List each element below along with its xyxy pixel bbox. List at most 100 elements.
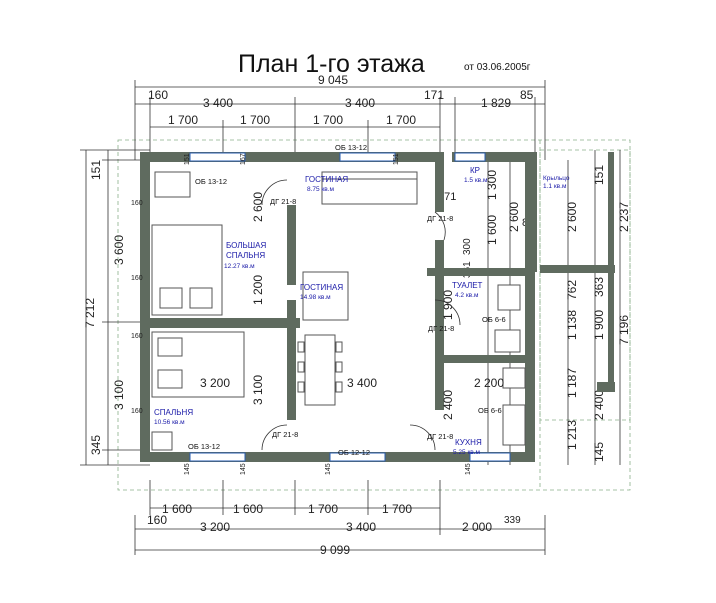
code-window-bottom-mid: ОБ 12-12 — [338, 448, 370, 457]
room-kitchen-name: КУХНЯ — [455, 438, 482, 447]
right-dim-7196: 7 196 — [617, 315, 631, 345]
room-kitchen-area: 5.25 кв.м — [453, 449, 481, 456]
wall-151-a: 151 — [184, 153, 191, 165]
code-window-wc: ОБ 6-6 — [482, 315, 506, 324]
right-dim-300: 300 — [462, 238, 473, 255]
sink-kitchen — [502, 367, 526, 389]
wall-145-c: 145 — [325, 463, 332, 475]
room-labels: ГОСТИНАЯ 8.75 кв.м БОЛЬШАЯ СПАЛЬНЯ 12.27… — [154, 166, 570, 456]
inner-dim-3200: 3 200 — [200, 376, 230, 390]
sink-wc — [494, 329, 521, 353]
left-dim-3600: 3 600 — [112, 235, 126, 265]
room-living1-area: 8.75 кв.м — [307, 186, 335, 193]
window-top-3 — [454, 152, 486, 162]
wall-145-b: 145 — [240, 463, 247, 475]
bedroom-chair — [151, 431, 173, 451]
inner-dim-2600: 2 600 — [251, 192, 265, 222]
code-door-3: ДГ 21-8 — [428, 324, 454, 333]
wall-160-a: 160 — [131, 200, 143, 207]
wall-145-d: 145 — [465, 463, 472, 475]
room-bedroom-big-name2: СПАЛЬНЯ — [226, 251, 265, 260]
bottom-dim-1700-b: 1 700 — [382, 502, 412, 516]
top-dim-171: 171 — [424, 88, 444, 102]
left-dim-151: 151 — [89, 160, 103, 180]
room-bedroom-big-area: 12.27 кв.м — [224, 263, 255, 270]
inner-dim-1900: 1 900 — [441, 290, 455, 320]
bottom-dim-1600-b: 1 600 — [233, 502, 263, 516]
guide-porch-box — [539, 149, 631, 421]
top-dim-85: 85 — [520, 88, 534, 102]
wall-151-b: 151 — [393, 153, 400, 165]
inner-dim-3100: 3 100 — [251, 375, 265, 405]
code-door-5: ДГ 21-8 — [427, 432, 453, 441]
right-dim-2600-c: 2 600 — [565, 202, 579, 232]
element-codes: ОБ 13-12 ОБ 13-12 ОБ 13-12 ОБ 12-12 ОБ 6… — [188, 143, 506, 457]
bottom-dim-1700-a: 1 700 — [308, 502, 338, 516]
code-window-top-mid: ОБ 13-12 — [335, 143, 367, 152]
door-swings — [261, 179, 461, 451]
right-dim-1187: 1 187 — [565, 368, 579, 398]
top-dimensions: 9 045 160 3 400 3 400 171 1 829 85 1 700… — [134, 73, 546, 160]
window-top-1 — [189, 152, 246, 162]
room-bedroom-area: 10.56 кв.м — [154, 419, 185, 426]
left-dim-345: 345 — [89, 435, 103, 455]
window-bottom-3 — [469, 452, 511, 462]
room-living2-name: ГОСТИНАЯ — [300, 283, 343, 292]
bottom-dim-3200: 3 200 — [200, 520, 230, 534]
armchair-top-left — [154, 171, 191, 198]
window-bottom-2 — [329, 452, 386, 462]
bottom-dimensions: 1 600 1 600 1 700 1 700 160 3 200 3 400 … — [134, 480, 546, 557]
plan-title: План 1-го этажа — [238, 50, 425, 78]
room-bedroom-big-name1: БОЛЬШАЯ — [226, 241, 266, 250]
right-dim-1600: 1 600 — [485, 215, 499, 245]
top-dim-1700-a: 1 700 — [168, 113, 198, 127]
inner-dim-1200: 1 200 — [251, 275, 265, 305]
code-window-kitchen: ОБ 6-6 — [478, 406, 502, 415]
bottom-dim-3400: 3 400 — [346, 520, 376, 534]
right-dim-1213: 1 213 — [565, 420, 579, 450]
top-dim-1700-c: 1 700 — [313, 113, 343, 127]
wall-thickness-labels: 160 160 160 160 151 167 151 145 145 145 … — [131, 153, 472, 475]
room-living1-name: ГОСТИНАЯ — [305, 175, 348, 184]
toilet — [497, 284, 521, 311]
wall-145-a: 145 — [184, 463, 191, 475]
window-bottom-1 — [189, 452, 246, 462]
right-dim-145: 145 — [592, 442, 606, 462]
room-porch-name: КР — [470, 166, 480, 175]
bottom-dim-160: 160 — [147, 513, 167, 527]
top-dim-1700-d: 1 700 — [386, 113, 416, 127]
room-wc-area: 4.2 кв.м — [455, 292, 479, 299]
room-porch2-area: 1.1 кв.м — [543, 183, 567, 190]
furniture — [151, 171, 526, 451]
code-door-1: ДГ 21-8 — [270, 197, 296, 206]
room-porch-area: 1.5 кв.м — [464, 177, 488, 184]
inner-dim-3400: 3 400 — [347, 376, 377, 390]
left-overall-dim: 7 212 — [83, 298, 97, 328]
cabinet-living — [302, 271, 349, 321]
inner-dimensions: 3 200 3 400 2 200 2 600 1 200 3 100 1 90… — [200, 192, 504, 420]
right-dim-2237: 2 237 — [617, 202, 631, 232]
right-dim-2400-c: 2 400 — [592, 390, 606, 420]
windows — [189, 152, 511, 462]
left-dim-3100: 3 100 — [112, 380, 126, 410]
top-overall-dim: 9 045 — [318, 73, 348, 87]
top-dim-1700-b: 1 700 — [240, 113, 270, 127]
right-dim-151: 151 — [592, 165, 606, 185]
room-living2-area: 14.98 кв.м — [300, 294, 331, 301]
code-door-4: ДГ 21-8 — [272, 430, 298, 439]
bottom-overall-dim: 9 099 — [320, 543, 350, 557]
wall-160-c: 160 — [131, 333, 143, 340]
room-wc-name: ТУАЛЕТ — [452, 281, 483, 290]
right-dim-1300: 1 300 — [485, 170, 499, 200]
code-window-bottom-left: ОБ 13-12 — [188, 442, 220, 451]
inner-dim-2400: 2 400 — [441, 390, 455, 420]
stove — [502, 404, 526, 446]
top-dim-3400-a: 3 400 — [203, 96, 233, 110]
wall-160-b: 160 — [131, 275, 143, 282]
room-bedroom-name: СПАЛЬНЯ — [154, 408, 193, 417]
code-window-top-left: ОБ 13-12 — [195, 177, 227, 186]
window-top-2 — [339, 152, 396, 162]
right-dim-762: 762 — [565, 280, 579, 300]
top-dim-3400-b: 3 400 — [345, 96, 375, 110]
